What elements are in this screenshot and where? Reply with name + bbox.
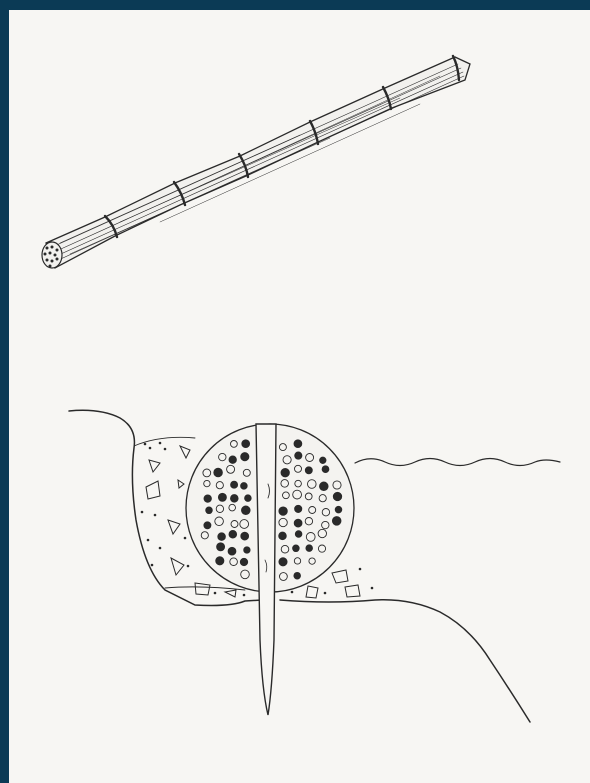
- stick-section: [306, 545, 313, 552]
- stick-section: [294, 572, 301, 579]
- stick-section: [204, 495, 211, 502]
- stick-section: [216, 557, 224, 565]
- bank-cross-section: [69, 410, 560, 722]
- stick-section: [217, 543, 225, 551]
- stick-section: [294, 440, 302, 448]
- stick-section: [242, 506, 251, 515]
- stick-section: [242, 440, 250, 448]
- stick-section: [229, 456, 236, 463]
- stick-section: [333, 492, 341, 500]
- stick-section: [204, 522, 211, 529]
- stick-section: [279, 507, 287, 515]
- stick-section: [295, 531, 302, 538]
- stick-section: [320, 457, 326, 463]
- stick-section: [240, 558, 247, 565]
- stick-section: [295, 505, 302, 512]
- stick-section: [245, 495, 252, 502]
- stick-section: [293, 545, 300, 552]
- stick-section: [241, 532, 249, 540]
- stick-section: [335, 506, 342, 513]
- stick-section: [231, 481, 238, 488]
- stick-section: [295, 452, 302, 459]
- stick-section: [305, 467, 312, 474]
- stick-section: [218, 493, 226, 501]
- stick-section: [322, 466, 329, 473]
- stick-section: [218, 533, 226, 541]
- stick-section: [279, 532, 287, 540]
- stick-section: [228, 547, 236, 555]
- stick-section: [241, 483, 248, 490]
- stick-section: [281, 469, 289, 477]
- stick-section: [206, 507, 213, 514]
- stick-section: [244, 547, 250, 553]
- stick-section: [332, 517, 341, 526]
- stick-section: [294, 519, 302, 527]
- stick-section: [320, 482, 329, 491]
- stick-section: [229, 531, 237, 539]
- fascine-bundle: [42, 56, 470, 268]
- stick-section: [231, 495, 239, 503]
- stick-section: [214, 468, 223, 477]
- stick-section: [279, 558, 287, 566]
- stick-section: [241, 453, 249, 461]
